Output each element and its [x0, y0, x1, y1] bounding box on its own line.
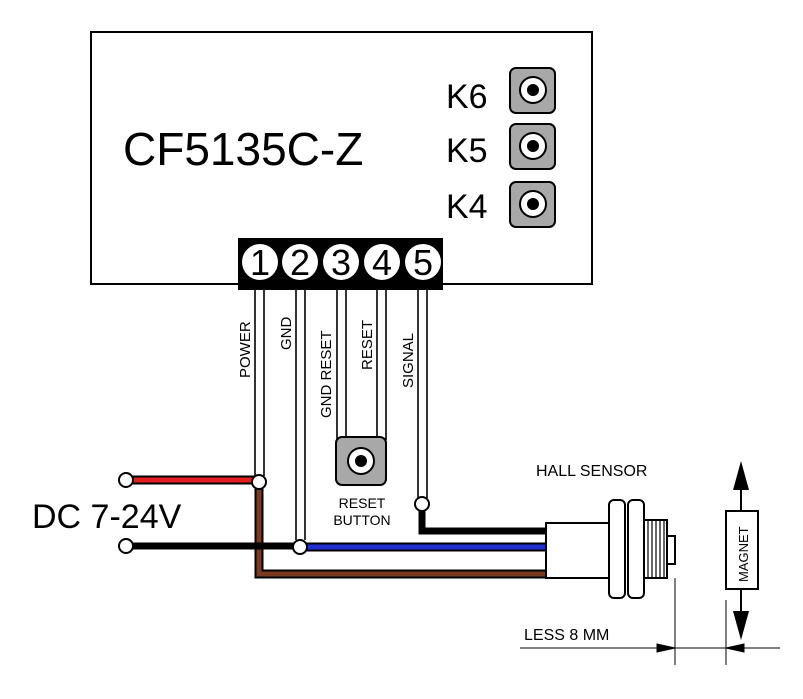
magnet-arrow-up-icon: [733, 461, 749, 490]
terminal-5-number: 5: [413, 242, 433, 283]
node-gnd-junction: [292, 539, 308, 555]
terminal-1-circle: [242, 244, 278, 280]
node-dc-negative: [118, 538, 134, 554]
terminal-4-number: 4: [372, 242, 392, 283]
key-k5-label: K5: [446, 132, 488, 170]
terminal-4-circle: [364, 244, 400, 280]
magnet-body: [725, 510, 759, 590]
distance-dimension: [520, 578, 780, 665]
reset-button[interactable]: [335, 436, 387, 486]
distance-arrow-left-icon: [725, 643, 745, 653]
module-name: CF5135C-Z: [123, 123, 363, 175]
wire-black-signal: [418, 506, 548, 535]
node-signal: [414, 496, 430, 512]
label-gnd: GND: [278, 317, 295, 351]
wire-terminal-2: [295, 290, 306, 540]
terminal-5-circle: [405, 244, 441, 280]
wire-brown-core: [256, 486, 548, 577]
distance-label: LESS 8 MM: [524, 627, 609, 644]
magnet: MAGNET: [725, 461, 759, 640]
key-k5-dot: [527, 140, 539, 152]
terminal-3-number: 3: [331, 242, 351, 283]
key-k5[interactable]: K5: [446, 123, 556, 170]
sensor-nut-2: [627, 499, 645, 599]
label-signal: SIGNAL: [400, 333, 417, 388]
node-power-junction: [251, 474, 267, 490]
sensor-tip: [666, 535, 676, 565]
sensor-threads: [647, 520, 665, 578]
key-k4-label: K4: [446, 188, 488, 226]
terminal-2-circle: [282, 244, 318, 280]
wire-terminal-4: [376, 290, 387, 440]
sensor-cable-sleeve: [545, 522, 613, 579]
terminal-3: 3: [323, 242, 359, 283]
reset-button-label-line1: RESET: [339, 495, 386, 511]
label-gnd-reset: GND RESET: [318, 330, 335, 418]
reset-button-dot: [355, 455, 367, 467]
terminal-1: 1: [242, 242, 278, 283]
terminal-3-circle: [323, 244, 359, 280]
magnet-arrow-down-icon: [733, 611, 749, 640]
key-k6-label: K6: [446, 78, 488, 116]
distance-arrow-right-icon: [656, 643, 676, 653]
terminal-1-number: 1: [250, 242, 270, 283]
magnet-label: MAGNET: [736, 526, 751, 582]
sensor-nut-1: [608, 499, 626, 599]
hall-sensor: [545, 499, 676, 599]
sensor-label: HALL SENSOR: [536, 463, 647, 480]
terminal-2: 2: [282, 242, 318, 283]
wire-terminal-5: [417, 290, 428, 498]
node-dc-positive: [118, 472, 134, 488]
terminal-4: 4: [364, 242, 400, 283]
key-k6-dot: [527, 84, 539, 96]
wire-terminal-1: [254, 290, 265, 476]
wire-terminal-3: [336, 290, 347, 440]
reset-button-label-line2: BUTTON: [333, 512, 390, 528]
label-reset: RESET: [359, 320, 376, 370]
terminal-2-number: 2: [290, 242, 310, 283]
label-power: POWER: [237, 321, 254, 378]
key-k4[interactable]: K4: [446, 181, 556, 228]
key-k4-dot: [527, 198, 539, 210]
key-k6[interactable]: K6: [446, 67, 556, 116]
power-label: DC 7-24V: [32, 498, 182, 536]
terminal-5: 5: [405, 242, 441, 283]
